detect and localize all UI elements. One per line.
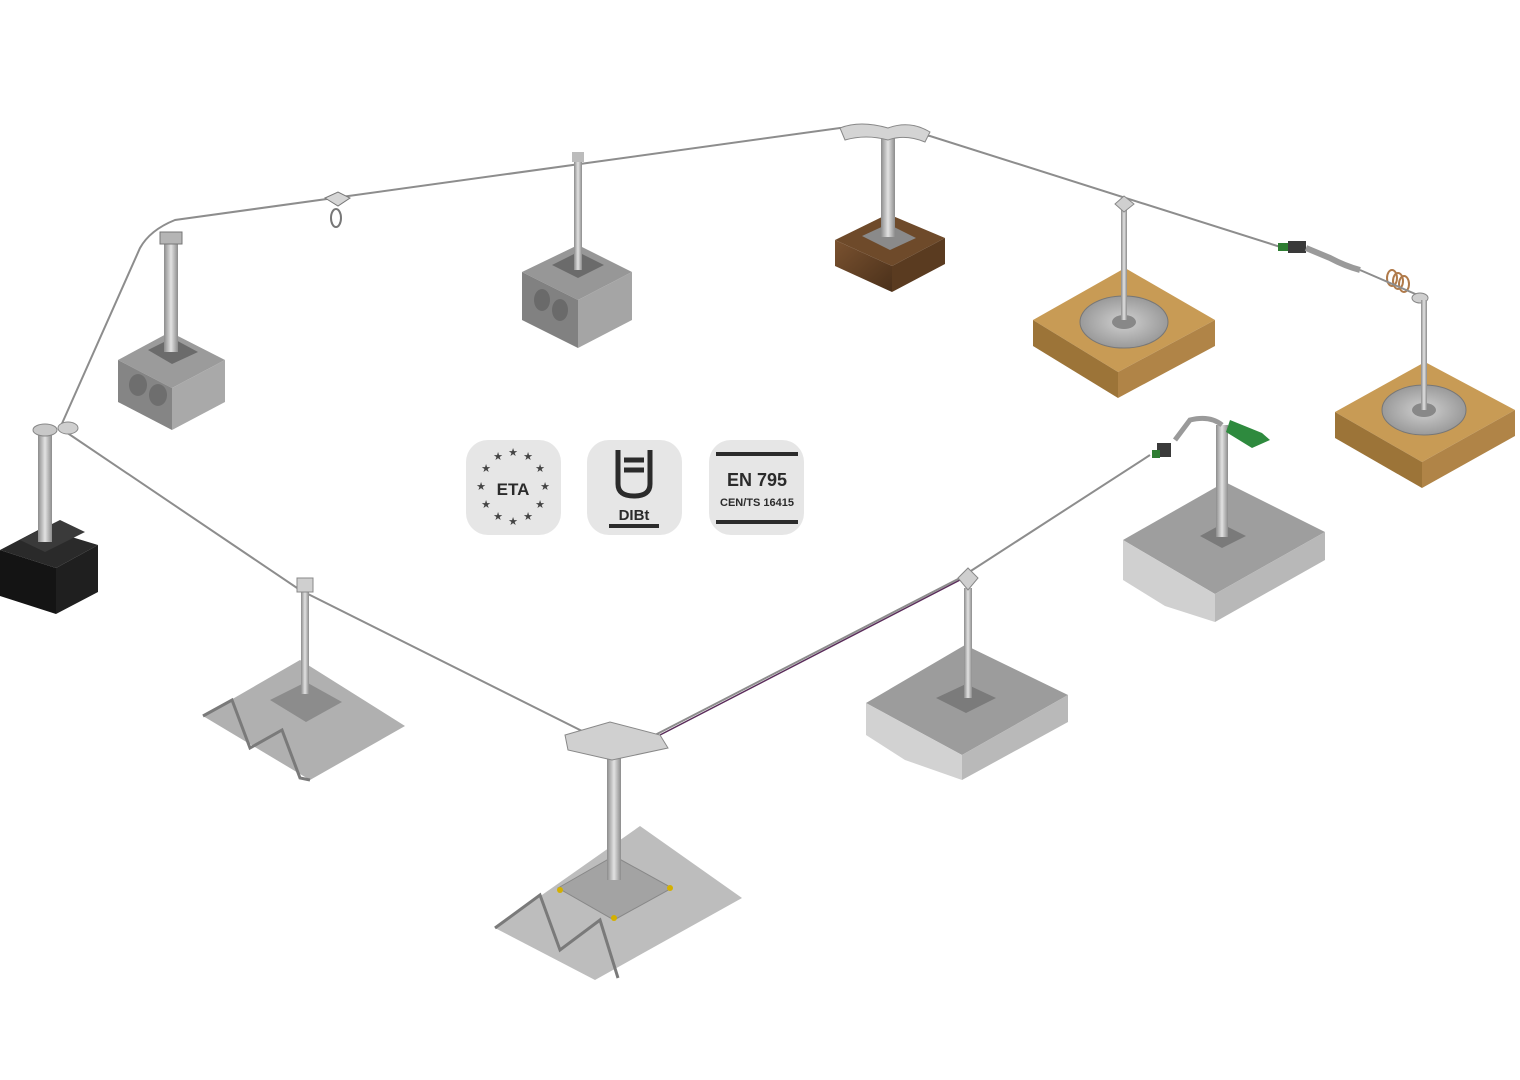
steel-cable: [59, 126, 1291, 736]
svg-text:★: ★: [535, 462, 545, 475]
post-on-concrete-block-2: [522, 152, 632, 348]
svg-text:★: ★: [493, 450, 503, 463]
post-on-pallet-disc-2: [1335, 300, 1515, 488]
badge-en-line2: CEN/TS 16415: [720, 497, 794, 509]
post-on-concrete-slab-end: [1123, 415, 1325, 622]
svg-text:★: ★: [523, 510, 533, 523]
post-on-steel-beam: [0, 421, 98, 614]
badge-dibt: DIBt: [587, 440, 682, 535]
badge-eta-label: ETA: [497, 480, 530, 499]
svg-text:★: ★: [508, 515, 518, 528]
svg-text:★: ★: [493, 510, 503, 523]
post-on-pallet-disc: [1033, 195, 1215, 398]
post-on-trapezoidal-sheet: [202, 577, 405, 782]
badge-eta: ★ ★ ★ ★ ★ ★ ★ ★ ★ ★ ★ ★ ETA: [466, 440, 561, 535]
svg-text:★: ★: [508, 446, 518, 459]
svg-text:★: ★: [535, 498, 545, 511]
eu-stars-icon: ★ ★ ★ ★ ★ ★ ★ ★ ★ ★ ★ ★: [476, 446, 550, 528]
svg-text:★: ★: [523, 450, 533, 463]
badge-dibt-label: DIBt: [619, 507, 650, 524]
badge-en-line1: EN 795: [727, 470, 787, 490]
svg-text:★: ★: [540, 480, 550, 493]
steel-cable-colored: [659, 579, 961, 736]
post-on-trapezoidal-sheet-wide: [494, 721, 742, 980]
post-on-timber-block: [835, 123, 945, 292]
dibt-u-icon: [615, 450, 653, 499]
svg-text:★: ★: [476, 480, 486, 493]
en-standard-icon: [716, 452, 798, 524]
post-on-concrete-slab: [866, 567, 1068, 780]
svg-text:★: ★: [481, 462, 491, 475]
badge-en795: EN 795 CEN/TS 16415: [709, 440, 804, 535]
cable-tensioner: [1278, 241, 1429, 304]
post-on-concrete-block: [118, 231, 225, 430]
shackle-connector: [323, 191, 351, 228]
svg-text:★: ★: [481, 498, 491, 511]
